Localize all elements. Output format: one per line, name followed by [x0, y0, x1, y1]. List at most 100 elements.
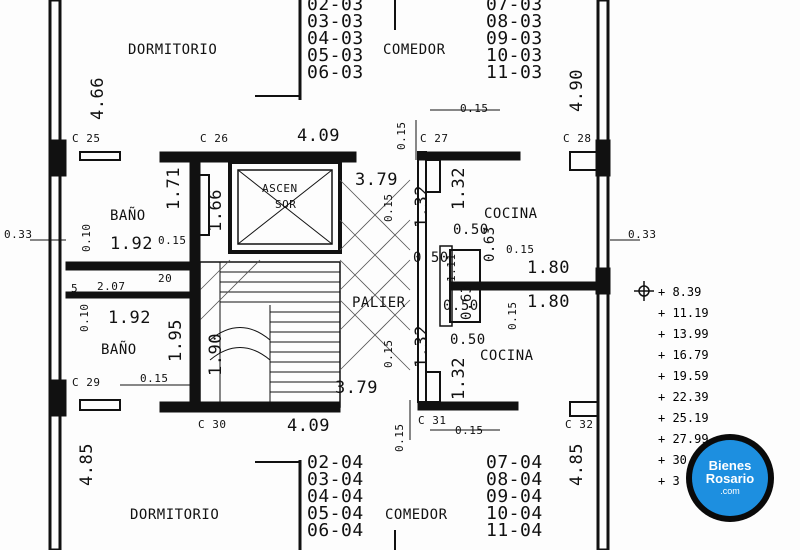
- dimension-label: 1.32: [449, 357, 469, 400]
- unit-number: 04-03: [307, 28, 364, 49]
- unit-number: 04-04: [307, 486, 364, 507]
- unit-number: 02-04: [307, 452, 364, 473]
- dimension-label: 1.80: [527, 258, 570, 278]
- logo-line-1: Bienes: [708, 457, 752, 473]
- unit-number: 05-04: [307, 503, 364, 524]
- dimension-label: 1.32: [412, 185, 432, 228]
- room-label-dormitorio-top: DORMITORIO: [128, 42, 218, 58]
- unit-number: 11-03: [486, 62, 543, 83]
- level-mark: + 8.39: [658, 285, 702, 299]
- dimension-label: 0.15: [140, 372, 169, 385]
- unit-number: 10-03: [486, 45, 543, 66]
- logo-badge: Bienes Rosario .com: [692, 440, 768, 516]
- kitchen-wall-right: [417, 151, 427, 403]
- column-label: C 30: [198, 418, 227, 431]
- dimension-label: 4.90: [567, 69, 587, 112]
- units-bottom-left: 02-04 03-04 04-04 05-04 06-04: [307, 452, 364, 541]
- unit-number: 07-04: [486, 452, 543, 473]
- level-mark: + 27.99: [658, 432, 709, 446]
- logo-line-2: Rosario: [705, 470, 755, 486]
- room-label-comedor-bottom: COMEDOR: [385, 507, 448, 523]
- room-label-cocina-bottom: COCINA: [480, 348, 534, 364]
- dimension-label: 0.33: [628, 228, 657, 241]
- units-bottom-right: 07-04 08-04 09-04 10-04 11-04: [486, 452, 543, 541]
- dimension-label: 4.66: [88, 77, 108, 120]
- dimension-label: 1.32: [412, 325, 432, 368]
- dimension-label: 0.63: [459, 284, 475, 320]
- logo-line-3: .com: [720, 485, 740, 496]
- dimension-label: 4.85: [77, 443, 97, 486]
- room-label-cocina-top: COCINA: [484, 206, 538, 222]
- unit-number: 07-03: [486, 0, 543, 15]
- room-label-comedor-top: COMEDOR: [383, 42, 446, 58]
- core-bottom-wall: [159, 401, 341, 413]
- dimension-label: 0.50: [450, 332, 486, 348]
- room-label-bano-bottom: BAÑO: [101, 342, 137, 358]
- column-label: C 31: [418, 414, 447, 427]
- dimension-label: 0.15: [455, 424, 484, 437]
- column-label: C 25: [72, 132, 101, 145]
- unit-number: 06-03: [307, 62, 364, 83]
- unit-number: 09-04: [486, 486, 543, 507]
- bienes-rosario-logo[interactable]: Bienes Rosario .com: [686, 434, 774, 522]
- level-mark: + 30: [658, 453, 687, 467]
- dimension-label: 0.15: [460, 102, 489, 115]
- units-top-left: 02-03 03-03 04-03 05-03 06-03: [307, 0, 364, 83]
- dimension-label: 0.15: [382, 339, 395, 369]
- level-mark: + 3: [658, 474, 680, 488]
- dimension-label: 20: [158, 272, 173, 285]
- dimension-label: 1.11: [445, 253, 458, 283]
- dimension-label: 3.79: [335, 378, 378, 398]
- dimension-label: 0.33: [4, 228, 33, 241]
- level-mark: + 13.99: [658, 327, 709, 341]
- column-label: C 26: [200, 132, 229, 145]
- unit-number: 06-04: [307, 520, 364, 541]
- dimension-label: 4.85: [567, 443, 587, 486]
- room-label-dormitorio-bottom: DORMITORIO: [130, 507, 220, 523]
- bano-divider-wall: [65, 261, 192, 271]
- dimension-label: 0.63: [482, 226, 498, 262]
- room-label-palier: PALIER: [352, 295, 406, 311]
- dimension-label: 4.09: [287, 416, 330, 436]
- column-label: C 28: [563, 132, 592, 145]
- level-marks: + 8.39 + 11.19 + 13.99 + 16.79 + 19.59 +…: [658, 282, 709, 492]
- dimension-label: 0.15: [506, 243, 535, 256]
- unit-number: 05-03: [307, 45, 364, 66]
- level-mark: + 16.79: [658, 348, 709, 362]
- unit-number: 11-04: [486, 520, 543, 541]
- level-mark: + 22.39: [658, 390, 709, 404]
- column-label: C 32: [565, 418, 594, 431]
- dimension-label: 0.15: [393, 423, 406, 453]
- dimension-label: 1.32: [449, 167, 469, 210]
- unit-number: 03-03: [307, 11, 364, 32]
- level-mark: + 25.19: [658, 411, 709, 425]
- dimension-label: 1.90: [206, 333, 226, 376]
- dimension-label: 1.71: [164, 167, 184, 210]
- dimension-label: 2.07: [97, 280, 126, 293]
- room-label-ascensor-1: ASCEN: [262, 182, 298, 195]
- dimension-label: 1.95: [166, 319, 186, 362]
- dimension-label: 0.50: [443, 298, 479, 314]
- dimension-label: 0.15: [382, 193, 395, 223]
- room-label-ascensor-2: SOR: [275, 198, 297, 211]
- dimension-label: 0.50: [413, 250, 449, 266]
- dimension-label: 1.80: [527, 292, 570, 312]
- units-top-right: 07-03 08-03 09-03 10-03 11-03: [486, 0, 543, 83]
- level-mark: + 19.59: [658, 369, 709, 383]
- dimension-label: 3.79: [355, 170, 398, 190]
- dimension-label: 0.15: [158, 234, 187, 247]
- unit-number: 09-03: [486, 28, 543, 49]
- dimension-label: 0.15: [506, 301, 519, 331]
- unit-number: 08-03: [486, 11, 543, 32]
- unit-number: 03-04: [307, 469, 364, 490]
- unit-number: 10-04: [486, 503, 543, 524]
- dimension-label: 5: [71, 282, 79, 295]
- dimension-label: 0.15: [395, 121, 408, 151]
- level-mark: + 11.19: [658, 306, 709, 320]
- unit-number: 08-04: [486, 469, 543, 490]
- column-label: C 29: [72, 376, 101, 389]
- dimension-label: 1.92: [110, 234, 153, 254]
- unit-number: 02-03: [307, 0, 364, 15]
- dimension-label: 1.66: [206, 189, 226, 232]
